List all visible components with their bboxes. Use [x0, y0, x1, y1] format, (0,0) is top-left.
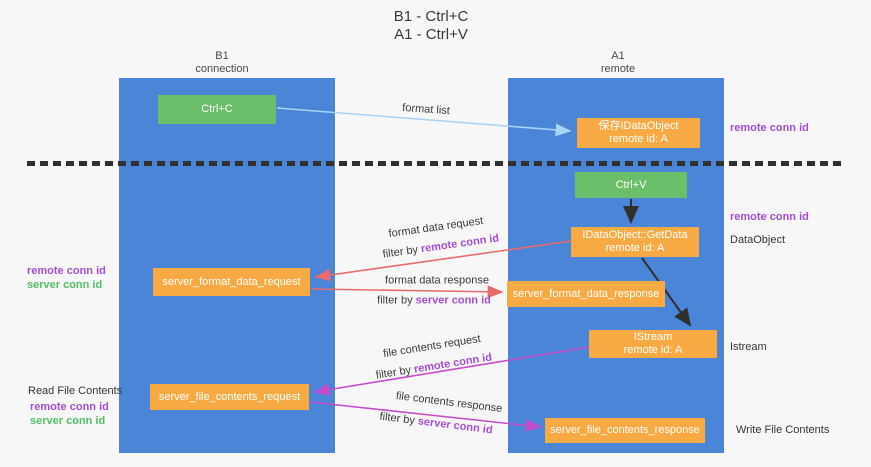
server-conn-id-key: server conn id	[417, 415, 494, 437]
filter-by-text: filter by	[381, 243, 422, 261]
getdata-node: IDataObject::GetData remote id: A	[571, 227, 699, 257]
filter-by-text: filter by	[375, 363, 415, 382]
file-contents-response-label: file contents response	[395, 390, 503, 415]
arrow-format-data-response	[310, 285, 504, 299]
ctrl-c-node: Ctrl+C	[158, 95, 276, 124]
right-remote-conn-id-top: remote conn id	[730, 122, 809, 134]
server-file-contents-response-node: server_file_contents_response	[545, 418, 705, 443]
format-data-response-label: format data response	[385, 274, 489, 287]
format-response-filter-label: filter by server conn id	[377, 295, 491, 308]
title-line-2: A1 - Ctrl+V	[394, 26, 468, 43]
istream-line2: remote id: A	[623, 344, 683, 356]
server-file-contents-request-node: server_file_contents_request	[150, 384, 309, 410]
server-conn-id-key: server conn id	[415, 294, 491, 307]
right-dataobject-label: DataObject	[730, 234, 786, 246]
remote-conn-id-key: remote conn id	[413, 351, 493, 376]
store-dataobject-node: 保存IDataObject remote id: A	[577, 118, 700, 148]
server-format-data-response-node: server_format_data_response	[507, 281, 665, 307]
left-remote-conn-id-bottom: remote conn id	[30, 401, 109, 413]
right-remote-conn-id-mid: remote conn id	[730, 211, 809, 223]
store-dataobject-line1: 保存IDataObject	[598, 120, 679, 132]
lane-a1-name: A1	[611, 50, 625, 62]
getdata-line2: remote id: A	[605, 242, 665, 254]
left-server-conn-id-mid: server conn id	[27, 279, 103, 291]
istream-line1: IStream	[633, 331, 673, 343]
lane-header-b1: B1 connection	[152, 50, 292, 76]
ctrl-v-node: Ctrl+V	[575, 172, 687, 198]
diagram-title: B1 - Ctrl+C A1 - Ctrl+V	[331, 8, 531, 44]
right-istream-label: Istream	[730, 341, 767, 353]
server-format-data-request-node: server_format_data_request	[153, 268, 310, 296]
file-response-filter-label: filter by server conn id	[379, 411, 493, 438]
title-line-1: B1 - Ctrl+C	[393, 8, 469, 25]
left-read-file-contents-label: Read File Contents	[28, 385, 123, 397]
getdata-line1: IDataObject::GetData	[582, 229, 688, 241]
lane-a1-role: remote	[600, 63, 636, 75]
dashed-divider	[27, 161, 843, 166]
left-server-conn-id-bottom: server conn id	[30, 415, 106, 427]
left-remote-conn-id-mid: remote conn id	[27, 265, 106, 277]
lane-b1-role: connection	[195, 63, 249, 75]
filter-by-text: filter by	[377, 294, 416, 307]
filter-by-text: filter by	[378, 410, 419, 428]
lane-header-a1: A1 remote	[548, 50, 688, 76]
format-list-label: format list	[401, 101, 451, 118]
right-write-file-contents-label: Write File Contents	[736, 424, 830, 436]
lane-b1-name: B1	[215, 50, 229, 62]
remote-conn-id-key: remote conn id	[420, 232, 500, 256]
istream-node: IStream remote id: A	[589, 330, 717, 358]
store-dataobject-line2: remote id: A	[609, 133, 668, 145]
